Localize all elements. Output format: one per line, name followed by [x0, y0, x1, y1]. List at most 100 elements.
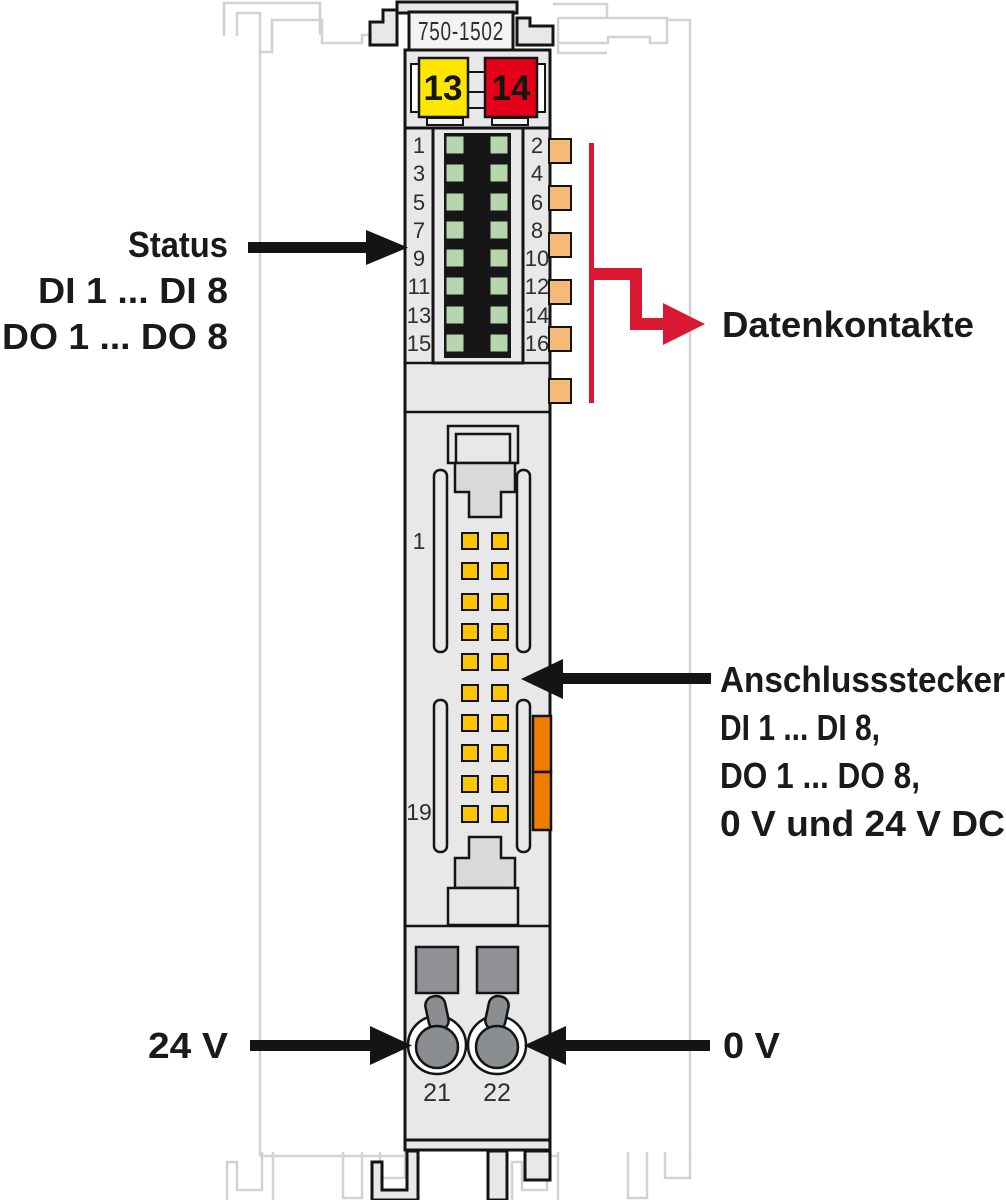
connector-pins [461, 532, 509, 823]
adjacent-module-ghost-left [222, 1, 407, 1200]
module-latch-left [368, 8, 399, 47]
data-contact [548, 138, 572, 164]
header-foot-right [491, 117, 529, 126]
connector-latch-top-inner [454, 432, 512, 465]
power-jumper-contacts [531, 714, 553, 832]
connector-key-top [453, 461, 517, 519]
part-number-text: 750-1502 [418, 16, 504, 46]
status-led [445, 248, 465, 268]
power-jumper-contact [531, 770, 553, 832]
connector-pin [461, 562, 479, 580]
pointer-step-3 [630, 318, 666, 330]
data-contact-arrow-head [663, 303, 705, 345]
label-datenkontakte: Datenkontakte [722, 304, 974, 345]
data-contact [548, 326, 572, 352]
status-led [489, 220, 509, 240]
led-number: 12 [525, 274, 549, 299]
terminal-22 [474, 1024, 520, 1070]
label-24v: 24 V [148, 1025, 228, 1066]
data-contact [548, 279, 572, 305]
connector-arrow-head [521, 659, 563, 699]
marking-number-13: 13 [424, 69, 463, 108]
label-0v: 0 V [723, 1025, 780, 1066]
pointer-step-2 [630, 268, 642, 330]
pointer-step-1 [590, 268, 640, 280]
label-status: Status [128, 224, 228, 265]
connector-pin [461, 532, 479, 550]
connector-shroud-left-lower [432, 698, 449, 854]
label-connector-di: DI 1 ... DI 8, [720, 707, 880, 748]
led-numbers-right: 2 4 6 8 10 12 14 16 [525, 133, 549, 356]
connector-pin [491, 532, 509, 550]
data-contact [548, 378, 572, 404]
status-led [445, 305, 465, 325]
status-led [445, 192, 465, 212]
header-foot-left [426, 117, 464, 126]
led-number: 7 [413, 218, 425, 243]
led-number: 10 [525, 246, 549, 271]
status-led [445, 333, 465, 353]
led-number: 2 [531, 133, 543, 158]
label-status-do: DO 1 ... DO 8 [2, 316, 228, 357]
led-number: 4 [531, 161, 543, 186]
connector-pin [491, 593, 509, 611]
status-led [489, 135, 509, 155]
connector-pin [491, 684, 509, 702]
supply-24v-arrow-shaft [250, 1040, 372, 1051]
status-led [445, 276, 465, 296]
label-anschlussstecker: Anschlussstecker [720, 659, 1005, 700]
supply-0v-arrow-head [524, 1026, 566, 1065]
led-number: 11 [408, 274, 431, 299]
supply-0v-arrow-shaft [562, 1040, 710, 1051]
connector-pin [461, 684, 479, 702]
data-contact [548, 232, 572, 258]
led-number: 8 [531, 218, 543, 243]
terminal-21 [414, 1024, 460, 1070]
led-number: 15 [407, 331, 431, 356]
data-contact [548, 185, 572, 211]
led-numbers-left: 1 3 5 7 9 11 13 15 [407, 133, 431, 356]
status-leds [445, 135, 509, 353]
led-number: 3 [413, 161, 425, 186]
connector-shroud-left-upper [432, 468, 449, 654]
ghost-rail-line-right [667, 18, 692, 1156]
terminal-number-22: 22 [483, 1079, 511, 1107]
connector-pin [491, 744, 509, 762]
annotation-arrows [248, 230, 711, 1065]
connector-pin [461, 744, 479, 762]
status-arrow-head [366, 230, 408, 265]
connector-pin [461, 623, 479, 641]
connector-pin [491, 714, 509, 732]
power-jumper-contact [531, 714, 553, 774]
status-arrow-shaft [248, 242, 368, 253]
part-number-plate [407, 10, 515, 52]
led-number: 9 [413, 246, 425, 271]
status-led [489, 305, 509, 325]
terminal-number-21: 21 [423, 1079, 451, 1107]
pin-number-1: 1 [413, 528, 426, 554]
connector-pin [461, 714, 479, 732]
label-connector-power: 0 V und 24 V DC [720, 803, 1005, 844]
connector-pin [491, 775, 509, 793]
connector-pin [461, 593, 479, 611]
data-contacts [548, 138, 572, 404]
marking-tag-yellow [417, 56, 470, 119]
label-connector-do: DO 1 ... DO 8, [720, 755, 920, 796]
marking-number-14: 14 [492, 69, 531, 108]
marking-tag-red [483, 56, 539, 119]
connector-latch-bottom-outer [446, 886, 520, 927]
supply-24v-arrow-head [370, 1026, 412, 1065]
clamp-opening-left [414, 945, 460, 995]
label-status-di: DI 1 ... DI 8 [38, 270, 228, 311]
clamp-opening-right [475, 945, 520, 995]
connector-pin [491, 653, 509, 671]
pin-number-19: 19 [406, 799, 432, 825]
connector-pin [491, 562, 509, 580]
led-number: 5 [413, 190, 425, 215]
status-led [489, 248, 509, 268]
status-led [489, 192, 509, 212]
connector-arrow-shaft [559, 673, 711, 684]
mounting-foot-right [523, 1149, 552, 1182]
status-led [445, 163, 465, 183]
led-number: 16 [525, 331, 549, 356]
